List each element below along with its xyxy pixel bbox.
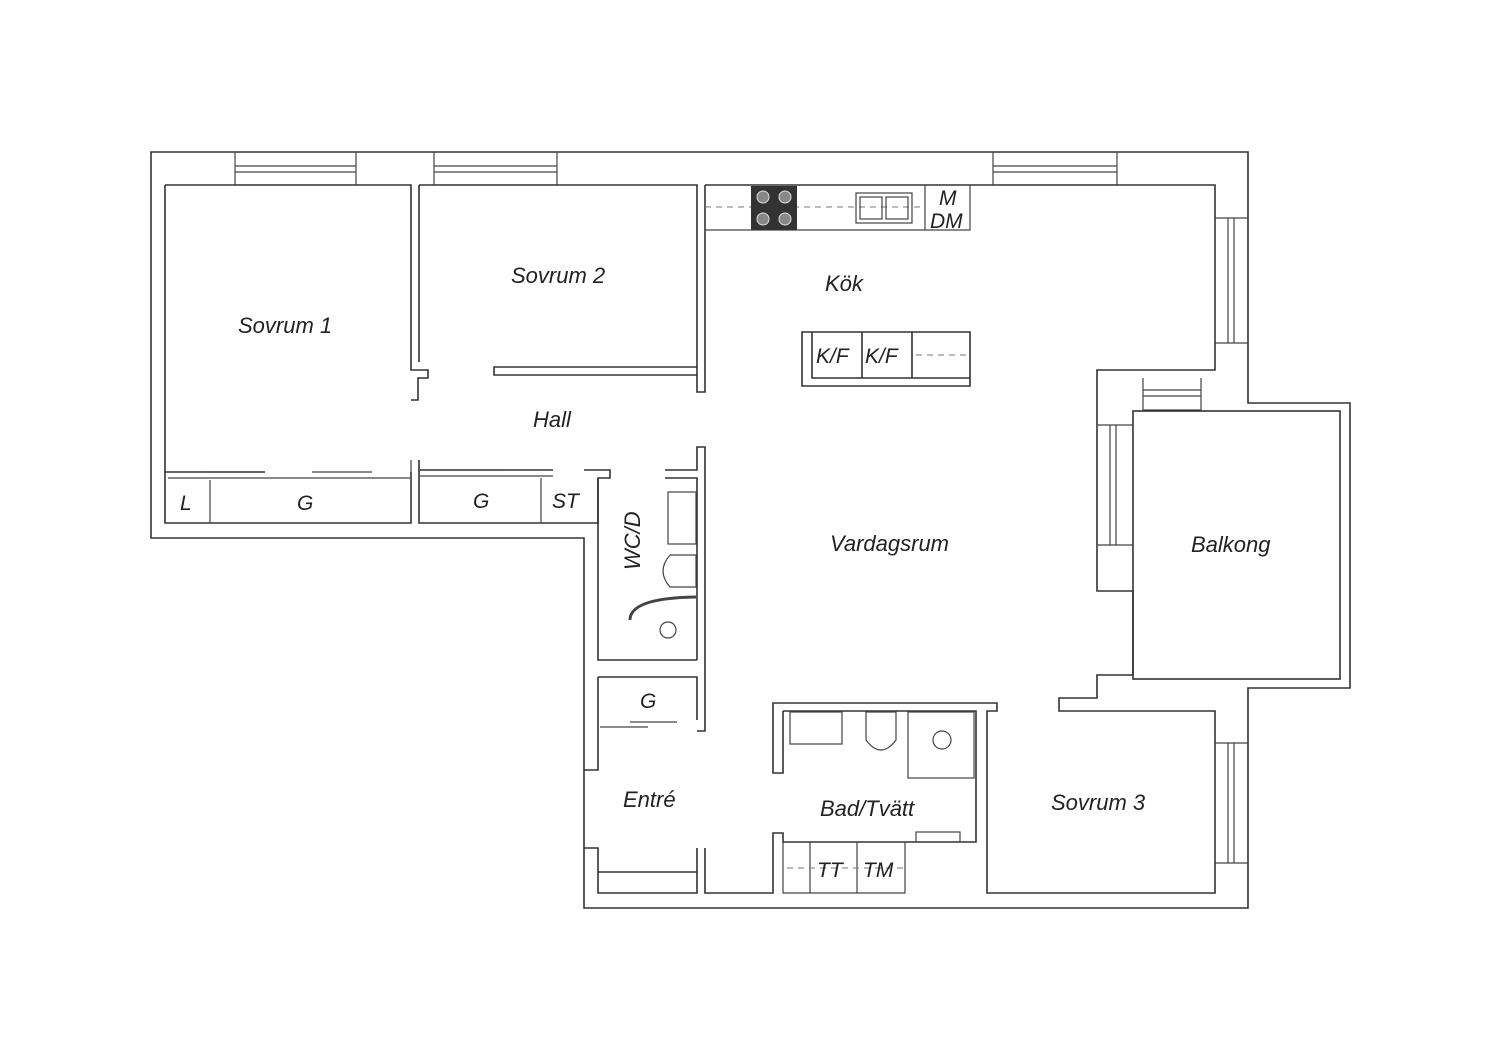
room-label-balkong: Balkong — [1191, 532, 1271, 557]
fixture-linen: L — [180, 492, 192, 515]
fixture-washer: TM — [863, 859, 894, 882]
stove-icon — [751, 186, 797, 230]
fixture-fridge-2: K/F — [865, 345, 899, 368]
room-label-sovrum2: Sovrum 2 — [511, 263, 605, 288]
balcony — [1132, 410, 1341, 680]
wall-bath — [584, 710, 977, 894]
room-label-wcd: WC/D — [620, 511, 645, 570]
room-label-sovrum3: Sovrum 3 — [1051, 790, 1146, 815]
fixture-microwave: M — [939, 187, 957, 210]
fixture-wardrobe-3: G — [640, 690, 656, 713]
room-label-hall: Hall — [533, 407, 572, 432]
fixture-wardrobe-1: G — [297, 492, 313, 515]
room-label-badtvatt: Bad/Tvätt — [820, 796, 915, 821]
room-label-vardagsrum: Vardagsrum — [830, 531, 949, 556]
fixture-dishwasher: DM — [930, 210, 963, 233]
wall-sovrum1 — [164, 184, 429, 524]
kitchen-counter — [705, 184, 1216, 894]
wcd-fixtures — [628, 491, 697, 639]
room-label-sovrum1: Sovrum 1 — [238, 313, 332, 338]
room-label-kok: Kök — [825, 271, 864, 296]
fixture-storage: ST — [552, 490, 581, 513]
room-label-entre: Entré — [623, 787, 676, 812]
wardrobe-left — [168, 460, 412, 523]
stove-burners — [756, 190, 792, 226]
sink-icon — [855, 192, 913, 224]
wardrobe-middle — [419, 469, 553, 523]
wall-wcd — [584, 446, 706, 771]
kitchen-island — [801, 331, 971, 387]
fixture-wardrobe-2: G — [473, 490, 489, 513]
outer-wall — [150, 151, 1351, 909]
fixture-fridge-1: K/F — [816, 345, 850, 368]
wall-sovrum2 — [418, 184, 706, 393]
windows — [234, 152, 1248, 864]
fixture-dryer: TT — [817, 859, 845, 882]
wardrobe-entry — [600, 721, 677, 728]
